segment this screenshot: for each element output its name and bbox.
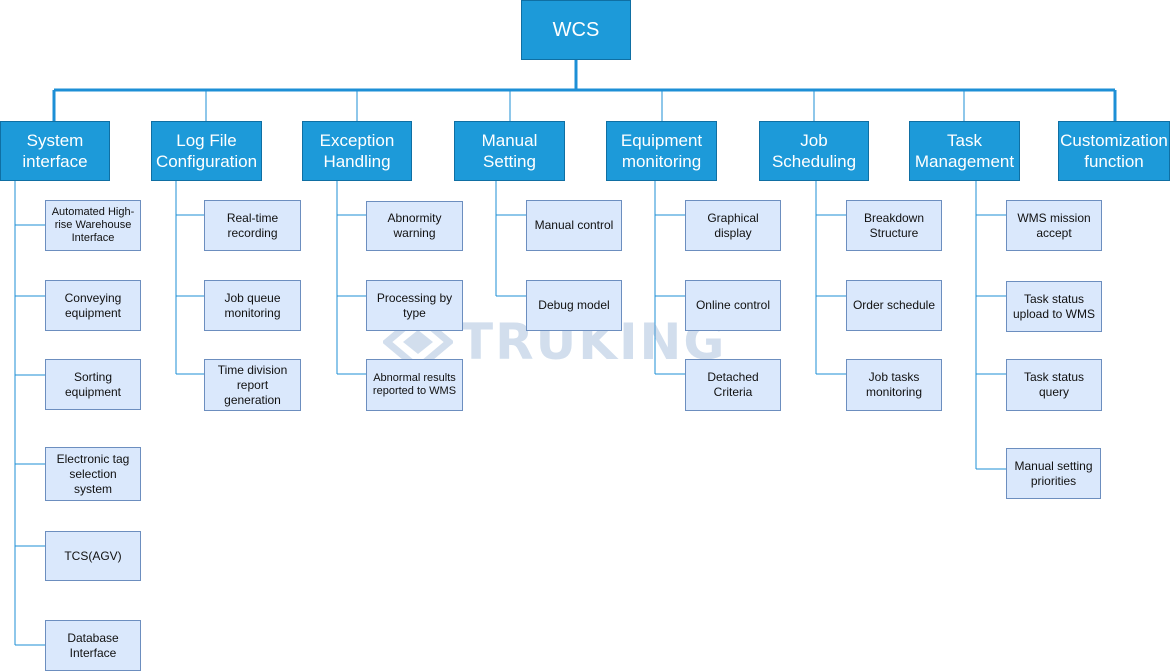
category-label: Manual Setting: [481, 131, 538, 171]
leaf-processing-by-type: Processing by type: [366, 280, 463, 331]
leaf-graphical-display: Graphical display: [685, 200, 781, 251]
leaf-job-tasks-monitoring: Job tasks monitoring: [846, 359, 942, 411]
category-label: Job Scheduling: [771, 131, 857, 171]
leaf-conveying-equipment: Conveying equipment: [45, 280, 141, 331]
leaf-manual-setting-priorities: Manual setting priorities: [1006, 448, 1101, 499]
leaf-online-control: Online control: [685, 280, 781, 331]
leaf-database-interface: Database Interface: [45, 620, 141, 671]
leaf-electronic-tag-selection-system: Electronic tag selection system: [45, 447, 141, 501]
category-exception-handling: Exception Handling: [302, 121, 412, 181]
category-equipment-monitoring: Equipment monitoring: [606, 121, 717, 181]
leaf-breakdown-structure: Breakdown Structure: [846, 200, 942, 251]
leaf-real-time-recording: Real-time recording: [204, 200, 301, 251]
leaf-job-queue-monitoring: Job queue monitoring: [204, 280, 301, 331]
leaf-manual-control: Manual control: [526, 200, 622, 251]
category-customization-function: Customization function: [1058, 121, 1170, 181]
root-label: WCS: [552, 18, 600, 41]
category-task-management: Task Management: [909, 121, 1020, 181]
category-label: Log File Configuration: [155, 131, 258, 171]
leaf-sorting-equipment: Sorting equipment: [45, 359, 141, 410]
leaf-time-division-report-generation: Time division report generation: [204, 359, 301, 411]
leaf-debug-model: Debug model: [526, 280, 622, 331]
leaf-wms-mission-accept: WMS mission accept: [1006, 200, 1102, 251]
leaf-order-schedule: Order schedule: [846, 280, 942, 331]
leaf-detached-criteria: Detached Criteria: [685, 359, 781, 411]
leaf-abnormal-results-reported-to-wms: Abnormal results reported to WMS: [366, 359, 463, 411]
category-label: Customization function: [1060, 131, 1168, 171]
leaf-automated-high-rise-warehouse-interface: Automated High-rise Warehouse Interface: [45, 200, 141, 251]
leaf-task-status-query: Task status query: [1006, 359, 1102, 411]
leaf-task-status-upload-to-wms: Task status upload to WMS: [1006, 281, 1102, 332]
category-label: Task Management: [914, 131, 1015, 171]
category-label: Equipment monitoring: [620, 131, 703, 171]
leaf-abnormity-warning: Abnormity warning: [366, 201, 463, 251]
category-system-interface: System interface: [0, 121, 110, 181]
category-label: Exception Handling: [319, 131, 395, 171]
category-job-scheduling: Job Scheduling: [759, 121, 869, 181]
leaf-tcs-agv: TCS(AGV): [45, 531, 141, 581]
category-label: System interface: [22, 131, 88, 171]
category-manual-setting: Manual Setting: [454, 121, 565, 181]
root-node-wcs: WCS: [521, 0, 631, 60]
category-log-file-configuration: Log File Configuration: [151, 121, 262, 181]
